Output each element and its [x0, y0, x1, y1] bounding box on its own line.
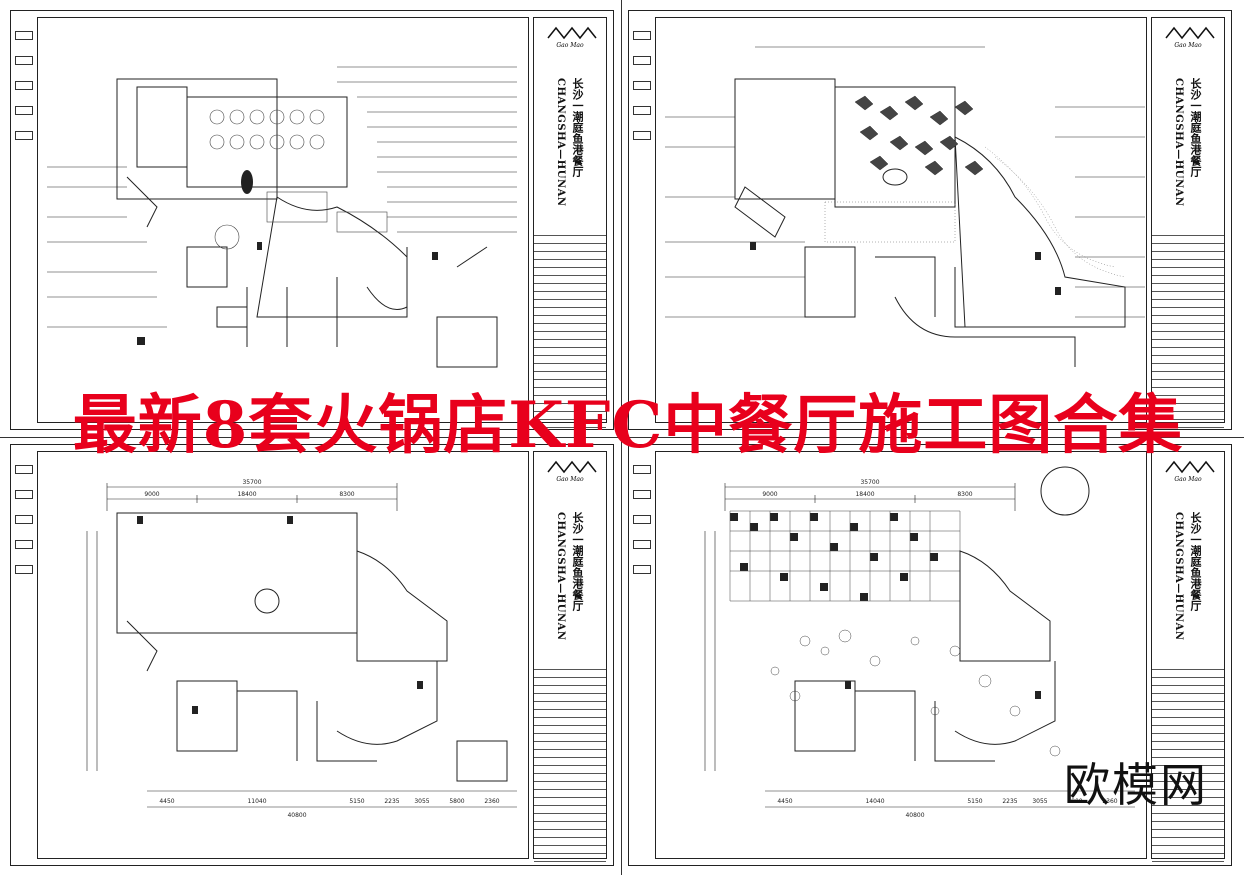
- watermark-text: 欧模网: [1064, 758, 1208, 812]
- sheet-title-cn: 长沙一潮庭鱼港餐厅: [571, 78, 584, 177]
- logo-icon: Gao Mao: [547, 26, 597, 49]
- dim-label: 35700: [860, 479, 879, 486]
- dim-label: 18400: [237, 491, 256, 498]
- sheet-divider-horizontal: [0, 437, 1244, 438]
- sheet-margin-marks: [633, 31, 651, 156]
- svg-text:Gao Mao: Gao Mao: [1174, 476, 1202, 483]
- sheet-title-en: CHANGSHA—HUNAN: [555, 512, 566, 641]
- dim-label: 3055: [1032, 798, 1047, 805]
- dim-label: 4450: [159, 798, 174, 805]
- dim-label: 5150: [967, 798, 982, 805]
- dim-label: 11040: [247, 798, 266, 805]
- dim-label: 2235: [1002, 798, 1017, 805]
- dim-label: 40800: [905, 812, 924, 819]
- title-block: Gao Mao CHANGSHA—HUNAN 长沙一潮庭鱼港餐厅: [1151, 17, 1225, 428]
- title-block: Gao Mao CHANGSHA—HUNAN 长沙一潮庭鱼港餐厅: [533, 451, 607, 862]
- dim-label: 5800: [449, 798, 464, 805]
- drawing-sheet-bottom-left: 35700 9000 18400 8300 4450 11040 5150 22…: [10, 444, 614, 866]
- drawing-frame: [655, 451, 1147, 859]
- dim-label: 5150: [349, 798, 364, 805]
- sheet-title-cn: 长沙一潮庭鱼港餐厅: [1189, 512, 1202, 611]
- sheet-title-en: CHANGSHA—HUNAN: [1173, 512, 1184, 641]
- headline-title: 最新8套火锅店KFC中餐厅施工图合集: [72, 388, 1184, 463]
- dim-label: 5800: [1067, 798, 1082, 805]
- sheet-title-cn: 长沙一潮庭鱼港餐厅: [1189, 78, 1202, 177]
- svg-text:Gao Mao: Gao Mao: [556, 42, 584, 49]
- svg-text:Gao Mao: Gao Mao: [1174, 42, 1202, 49]
- drawing-frame: [37, 17, 529, 423]
- sheet-title-cn: 长沙一潮庭鱼港餐厅: [571, 512, 584, 611]
- dim-label: 9000: [762, 491, 777, 498]
- dim-label: 40800: [287, 812, 306, 819]
- title-block: Gao Mao CHANGSHA—HUNAN 长沙一潮庭鱼港餐厅: [533, 17, 607, 428]
- sheet-margin-marks: [633, 465, 651, 590]
- title-block-rows: [1152, 662, 1224, 862]
- title-block-rows: [534, 662, 606, 862]
- dim-label: 8300: [339, 491, 354, 498]
- title-block-rows: [534, 228, 606, 428]
- dim-label: 4450: [777, 798, 792, 805]
- title-block-rows: [1152, 228, 1224, 428]
- dimension-plan-drawing: 35700 9000 18400 8300 4450 11040 5150 22…: [86, 479, 517, 819]
- dim-label: 2235: [384, 798, 399, 805]
- drawing-frame: [655, 17, 1147, 423]
- drawing-frame: [37, 451, 529, 859]
- ceiling-plan-drawing: [665, 46, 1145, 367]
- dim-label: 8300: [957, 491, 972, 498]
- dim-label: 2360: [1102, 798, 1117, 805]
- dim-label: 9000: [144, 491, 159, 498]
- svg-text:Gao Mao: Gao Mao: [556, 476, 584, 483]
- drawing-sheet-top-left: Gao Mao CHANGSHA—HUNAN 长沙一潮庭鱼港餐厅: [10, 10, 614, 430]
- dim-label: 35700: [242, 479, 261, 486]
- drawing-sheet-top-right: Gao Mao CHANGSHA—HUNAN 长沙一潮庭鱼港餐厅: [628, 10, 1232, 430]
- title-block: Gao Mao CHANGSHA—HUNAN 长沙一潮庭鱼港餐厅: [1151, 451, 1225, 862]
- logo-icon: Gao Mao: [547, 460, 597, 483]
- floor-finish-plan-drawing: 35700 9000 18400 8300 4450 14040 5150 22…: [704, 466, 1135, 819]
- sheet-margin-marks: [15, 31, 33, 156]
- dim-label: 2360: [484, 798, 499, 805]
- sheet-title-en: CHANGSHA—HUNAN: [1173, 78, 1184, 207]
- dim-label: 18400: [855, 491, 874, 498]
- floor-plan-drawing: [47, 66, 517, 368]
- dim-label: 3055: [414, 798, 429, 805]
- logo-icon: Gao Mao: [1165, 26, 1215, 49]
- logo-icon: Gao Mao: [1165, 460, 1215, 483]
- sheet-title-en: CHANGSHA—HUNAN: [555, 78, 566, 207]
- drawing-sheet-bottom-right: 35700 9000 18400 8300 4450 14040 5150 22…: [628, 444, 1232, 866]
- dim-label: 14040: [865, 798, 884, 805]
- sheet-margin-marks: [15, 465, 33, 590]
